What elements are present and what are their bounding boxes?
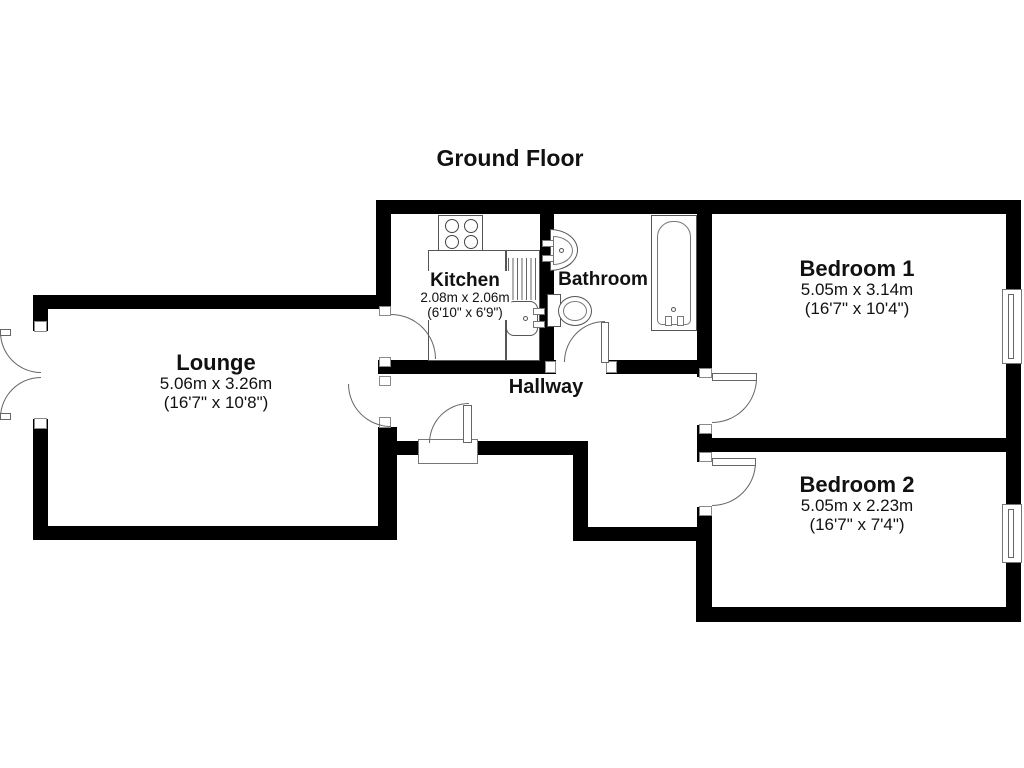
bathtub-drain bbox=[671, 307, 676, 312]
stove-burner bbox=[464, 235, 478, 249]
door-frame bbox=[606, 361, 617, 373]
bedroom1-dim-imperial: (16'7" x 10'4") bbox=[804, 299, 910, 318]
basin-drain bbox=[559, 248, 564, 253]
lounge-door-arc bbox=[348, 384, 391, 427]
wall-bed2-bottom bbox=[696, 607, 1021, 622]
wall-hallext-bottom bbox=[573, 527, 712, 541]
wall-bed2-left bbox=[696, 527, 712, 622]
door-frame bbox=[699, 452, 712, 462]
bedroom1-name: Bedroom 1 bbox=[799, 256, 915, 281]
hallway-label: Hallway bbox=[509, 376, 583, 399]
door-frame bbox=[699, 368, 712, 378]
wall-hall-top-a bbox=[378, 360, 556, 374]
door-frame bbox=[34, 321, 47, 332]
wall-lounge-left-b bbox=[33, 419, 48, 540]
door-frame bbox=[699, 506, 712, 516]
wall-hall-bottom-b bbox=[472, 441, 588, 455]
kitchen-name: Kitchen bbox=[418, 271, 512, 291]
hallway-name: Hallway bbox=[508, 376, 584, 398]
toilet-bowl-inner bbox=[563, 301, 587, 321]
basin-tap bbox=[542, 240, 554, 247]
kitchen-label: Kitchen 2.08m x 2.06m (6'10" x 6'9") bbox=[418, 271, 512, 320]
wall-bath-bed1-divider bbox=[697, 200, 712, 377]
bathroom-name: Bathroom bbox=[558, 269, 648, 290]
bedroom2-name: Bedroom 2 bbox=[799, 472, 915, 497]
bathroom-door-arc bbox=[564, 321, 605, 362]
french-door-leaf bbox=[0, 329, 11, 336]
stove-burner bbox=[464, 219, 478, 233]
bedroom2-label: Bedroom 2 5.05m x 2.23m (16'7" x 7'4") bbox=[800, 473, 915, 534]
lounge-dim-metric: 5.06m x 3.26m bbox=[159, 374, 273, 393]
lounge-label: Lounge 5.06m x 3.26m (16'7" x 10'8") bbox=[160, 351, 272, 412]
bathtub-tap bbox=[665, 316, 672, 326]
lounge-name: Lounge bbox=[176, 350, 256, 375]
wall-lounge-top bbox=[33, 295, 391, 309]
basin-tap bbox=[542, 255, 554, 262]
bedroom2-window-pane bbox=[1008, 509, 1014, 558]
wall-hallext-left bbox=[573, 441, 588, 541]
drainer-icon bbox=[508, 258, 538, 300]
wall-right-a bbox=[1006, 200, 1021, 289]
bedroom1-door-arc bbox=[712, 378, 757, 423]
bedroom2-door-arc bbox=[712, 462, 756, 506]
french-door-arc-top bbox=[0, 332, 41, 373]
door-frame bbox=[699, 424, 712, 434]
bedroom2-dim-metric: 5.05m x 2.23m bbox=[800, 496, 914, 515]
wall-kitchen-bath-divider bbox=[540, 200, 554, 374]
wall-kitchen-left bbox=[376, 200, 391, 307]
bedroom1-door-leaf bbox=[712, 373, 757, 381]
door-frame bbox=[545, 361, 556, 373]
french-door-leaf bbox=[0, 413, 11, 420]
stove-burner bbox=[445, 235, 459, 249]
bedroom1-window-pane bbox=[1008, 294, 1014, 359]
sink-tap bbox=[533, 308, 545, 315]
bedroom2-dim-imperial: (16'7" x 7'4") bbox=[809, 515, 905, 534]
door-frame bbox=[379, 357, 391, 367]
door-frame bbox=[34, 418, 47, 429]
stove-burner bbox=[445, 219, 459, 233]
lounge-dim-imperial: (16'7" x 10'8") bbox=[163, 393, 269, 412]
sink-tap bbox=[533, 321, 545, 328]
wall-hall-top-b bbox=[606, 360, 712, 374]
wall-right-b bbox=[1006, 363, 1021, 505]
entrance-door-leaf bbox=[463, 405, 472, 443]
french-door-arc-bottom bbox=[0, 377, 41, 418]
bedroom1-dim-metric: 5.05m x 3.14m bbox=[800, 280, 914, 299]
wall-lounge-right-lower bbox=[378, 427, 397, 540]
bedroom1-label: Bedroom 1 5.05m x 3.14m (16'7" x 10'4") bbox=[800, 257, 915, 318]
wall-bed1-bed2-divider bbox=[712, 438, 1006, 452]
page-title: Ground Floor bbox=[436, 145, 584, 171]
door-frame bbox=[379, 306, 391, 316]
sink-drain bbox=[523, 316, 528, 321]
bathroom-door-leaf bbox=[601, 322, 609, 363]
kitchen-dim-metric: 2.08m x 2.06m bbox=[418, 290, 512, 306]
bedroom2-door-leaf bbox=[712, 458, 756, 466]
kitchen-dim-imperial: (6'10" x 6'9") bbox=[418, 305, 512, 320]
bathroom-label: Bathroom bbox=[558, 270, 648, 290]
bathtub-tap bbox=[677, 316, 684, 326]
wall-lounge-bottom bbox=[33, 526, 397, 540]
